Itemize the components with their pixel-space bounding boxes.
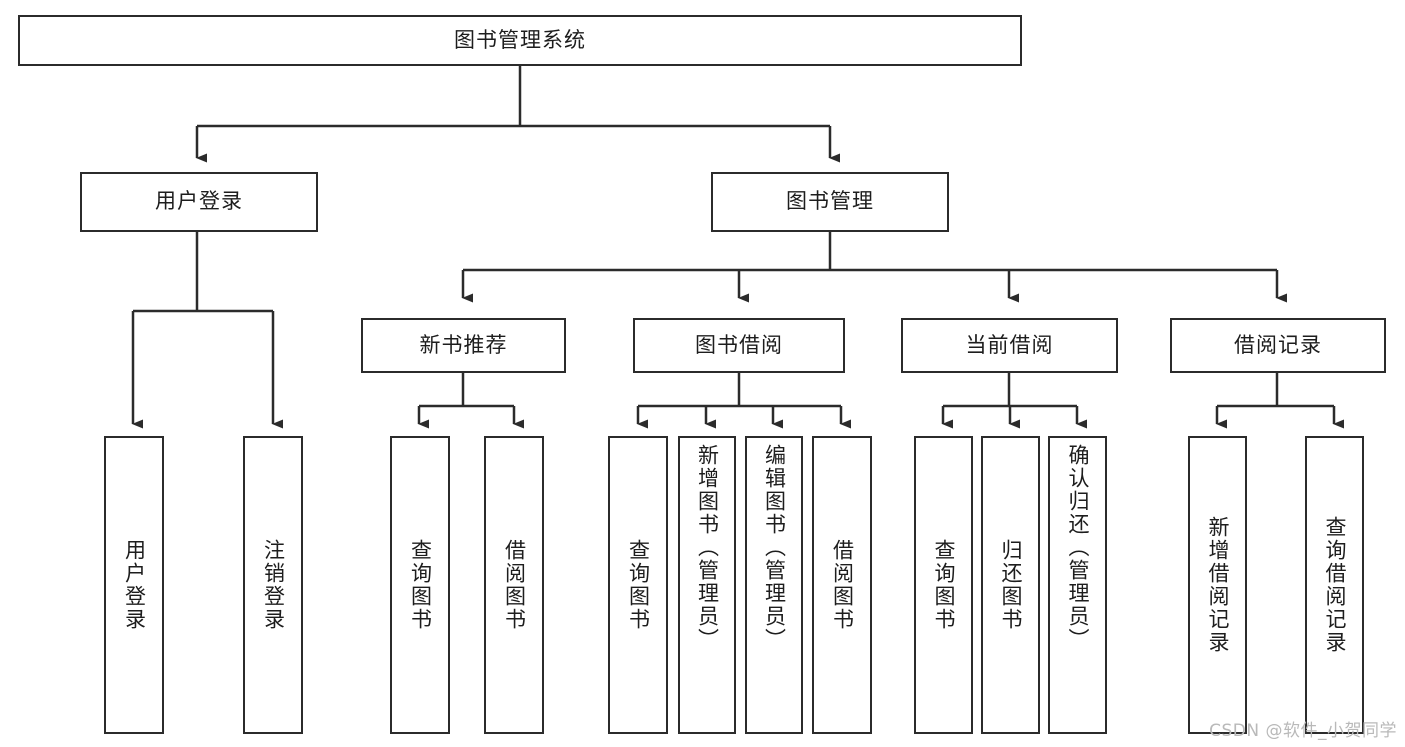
node-label: 用户登录	[155, 189, 243, 214]
node-leaf-user-login[interactable]: 用户登录	[104, 436, 164, 734]
node-borrow-record[interactable]: 借阅记录	[1170, 318, 1386, 373]
node-label: 新增图书（管理员）	[695, 444, 720, 651]
node-leaf-query-book-recommend[interactable]: 查询图书	[390, 436, 450, 734]
node-label: 用户登录	[122, 539, 147, 631]
node-label: 借阅图书	[830, 539, 855, 631]
node-leaf-query-book-borrow[interactable]: 查询图书	[608, 436, 668, 734]
node-root-book-management-system[interactable]: 图书管理系统	[18, 15, 1022, 66]
node-label: 图书管理	[786, 189, 874, 214]
node-label: 当前借阅	[965, 332, 1054, 357]
node-label: 注销登录	[261, 539, 286, 631]
node-label: 查询图书	[931, 539, 956, 631]
node-label: 图书借阅	[695, 332, 783, 357]
node-label: 查询图书	[626, 539, 651, 631]
node-user-login[interactable]: 用户登录	[80, 172, 318, 232]
node-label: 新增借阅记录	[1205, 516, 1230, 654]
node-label: 借阅记录	[1234, 332, 1322, 357]
node-leaf-confirm-return-admin[interactable]: 确认归还（管理员）	[1048, 436, 1107, 734]
node-leaf-add-book-admin[interactable]: 新增图书（管理员）	[678, 436, 736, 734]
node-current-borrow[interactable]: 当前借阅	[901, 318, 1118, 373]
node-leaf-edit-book-admin[interactable]: 编辑图书（管理员）	[745, 436, 803, 734]
node-label: 查询图书	[408, 539, 433, 631]
node-leaf-borrow-book-recommend[interactable]: 借阅图书	[484, 436, 544, 734]
node-new-book-recommendation[interactable]: 新书推荐	[361, 318, 566, 373]
node-label: 新书推荐	[419, 332, 508, 357]
node-leaf-query-book-current[interactable]: 查询图书	[914, 436, 973, 734]
node-label: 确认归还（管理员）	[1065, 444, 1090, 651]
node-label: 归还图书	[998, 539, 1023, 631]
node-book-management[interactable]: 图书管理	[711, 172, 949, 232]
node-book-borrow[interactable]: 图书借阅	[633, 318, 845, 373]
node-label: 借阅图书	[502, 539, 527, 631]
node-label: 编辑图书（管理员）	[762, 444, 787, 651]
node-leaf-logout[interactable]: 注销登录	[243, 436, 303, 734]
node-leaf-borrow-book[interactable]: 借阅图书	[812, 436, 872, 734]
node-leaf-query-borrow-record[interactable]: 查询借阅记录	[1305, 436, 1364, 734]
node-leaf-add-borrow-record[interactable]: 新增借阅记录	[1188, 436, 1247, 734]
node-leaf-return-book[interactable]: 归还图书	[981, 436, 1040, 734]
node-label: 查询借阅记录	[1322, 516, 1347, 654]
node-label: 图书管理系统	[454, 27, 586, 52]
